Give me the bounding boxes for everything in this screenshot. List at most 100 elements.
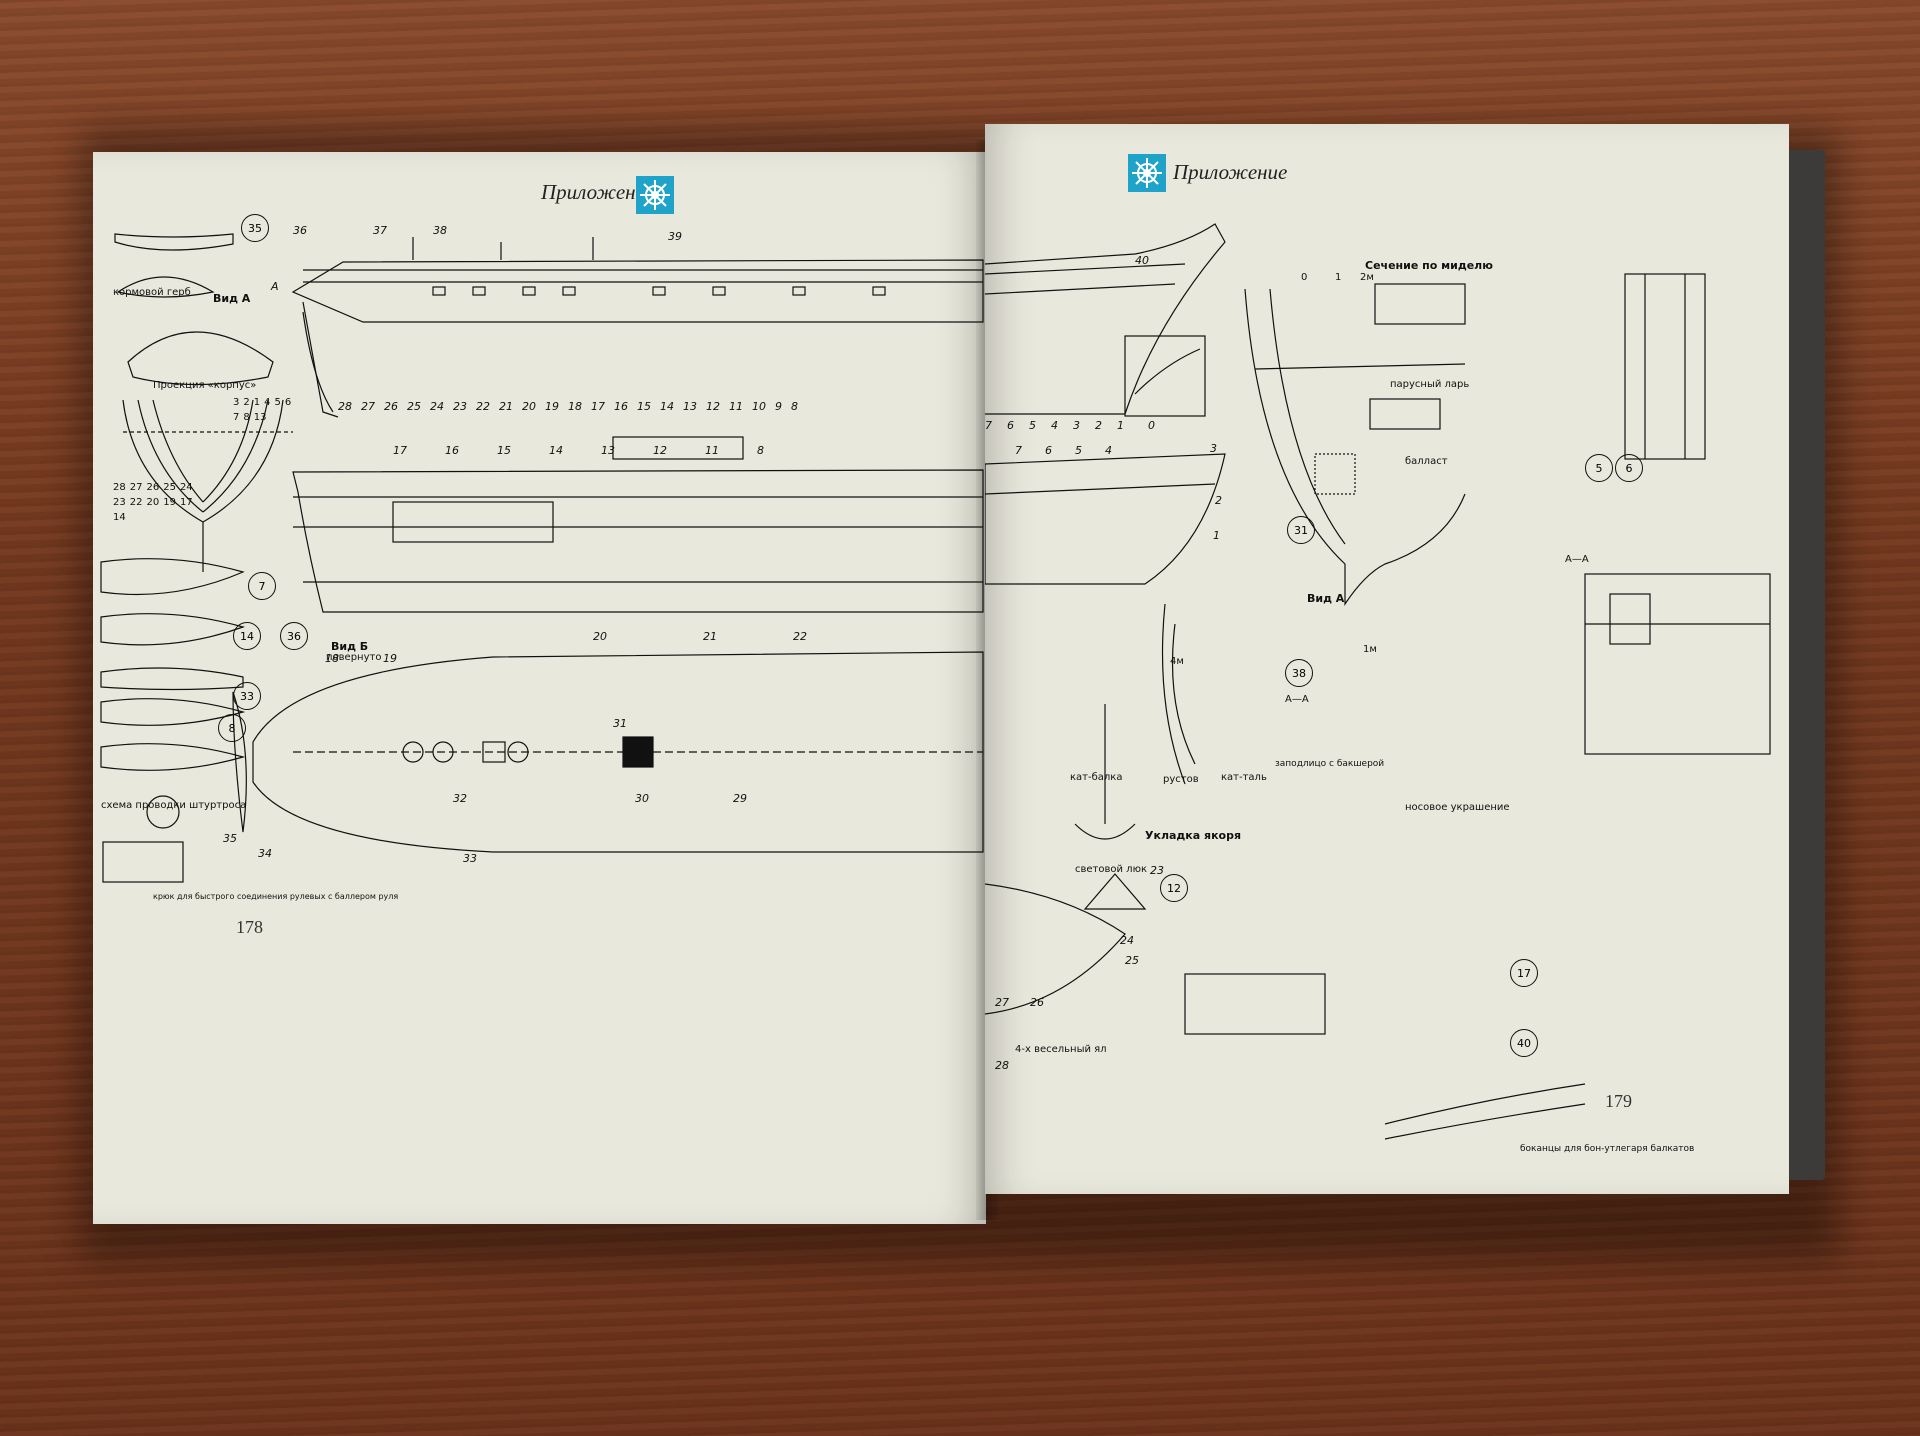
deck-24: 24 bbox=[1120, 934, 1134, 947]
section-number: 5 bbox=[274, 397, 281, 408]
deck-27: 27 bbox=[995, 996, 1009, 1009]
deck-30: 30 bbox=[635, 792, 649, 805]
circled-5: 5 bbox=[1585, 454, 1613, 482]
bow-2: 2 bbox=[1215, 494, 1222, 507]
station-number: 10 bbox=[752, 400, 766, 413]
deck-35: 35 bbox=[223, 832, 237, 845]
circled-40: 40 bbox=[1510, 1029, 1538, 1057]
bow-4: 4 bbox=[1105, 444, 1112, 457]
station-number: 4 bbox=[1051, 419, 1058, 432]
aa-caption-2: А—А bbox=[1565, 554, 1589, 565]
station-number: 8 bbox=[791, 400, 798, 413]
cathead-caption: кат-балка bbox=[1070, 772, 1123, 783]
scale-1m: 1м bbox=[1363, 644, 1377, 655]
station-number: 22 bbox=[476, 400, 490, 413]
station-number: 2 bbox=[1095, 419, 1102, 432]
station-number: 16 bbox=[614, 400, 628, 413]
right-header: Приложение bbox=[1173, 160, 1288, 184]
section-number: 25 bbox=[163, 482, 176, 493]
longitudinal-numbers: 17 16 15 14 13 12 11 8 bbox=[393, 444, 764, 457]
deck-34: 34 bbox=[258, 847, 272, 860]
part-number: 11 bbox=[705, 444, 719, 457]
station-number: 5 bbox=[1029, 419, 1036, 432]
part-number: 17 bbox=[393, 444, 407, 457]
scale-4m: 4м bbox=[1170, 656, 1184, 667]
body-plan-numbers-right: 3 2 1 4 5 6 7 8 13 bbox=[233, 397, 293, 423]
deck-32: 32 bbox=[453, 792, 467, 805]
view-b-sub-caption: повернуто bbox=[326, 652, 382, 663]
scale-2m: 2м bbox=[1360, 272, 1374, 283]
scale-1: 1 bbox=[1335, 272, 1342, 283]
section-number: 1 bbox=[253, 397, 261, 408]
deck-26: 26 bbox=[1030, 996, 1044, 1009]
part-number: 13 bbox=[601, 444, 615, 457]
station-number: 12 bbox=[706, 400, 720, 413]
view-a-caption: Вид А bbox=[213, 292, 251, 305]
section-number: 19 bbox=[163, 497, 176, 508]
ship-drawings-left bbox=[100, 233, 984, 883]
body-plan-numbers-left: 28 27 26 25 24 23 22 20 19 17 14 bbox=[113, 482, 193, 523]
section-number: 22 bbox=[129, 497, 143, 508]
deck-22: 22 bbox=[793, 630, 807, 643]
station-number: 1 bbox=[1117, 419, 1124, 432]
ship-wheel-icon bbox=[1128, 154, 1166, 192]
section-number: 20 bbox=[146, 497, 160, 508]
steering-caption: схема проводки штуртроса bbox=[101, 800, 247, 811]
bow-6: 6 bbox=[1045, 444, 1052, 457]
sail-box-caption: парусный ларь bbox=[1390, 379, 1470, 390]
section-number: 3 bbox=[233, 397, 240, 408]
bow-1: 1 bbox=[1213, 529, 1220, 542]
profile-39: 39 bbox=[668, 230, 682, 243]
section-number: 13 bbox=[253, 412, 267, 423]
deck-21: 21 bbox=[703, 630, 717, 643]
left-page: Приложение bbox=[93, 152, 986, 1224]
station-number: 11 bbox=[729, 400, 743, 413]
section-number: 7 bbox=[233, 412, 240, 423]
circled-12: 12 bbox=[1160, 874, 1188, 902]
circled-14: 14 bbox=[233, 622, 261, 650]
right-page: Приложение bbox=[985, 124, 1789, 1194]
stern-emblem-caption: кормовой герб bbox=[113, 287, 191, 298]
section-number: 24 bbox=[179, 482, 193, 493]
decor-caption: носовое украшение bbox=[1405, 802, 1510, 813]
part-number: 16 bbox=[445, 444, 459, 457]
bow-7: 7 bbox=[1015, 444, 1022, 457]
circled-38: 38 bbox=[1285, 659, 1313, 687]
circled-35: 35 bbox=[241, 214, 269, 242]
bow-3: 3 bbox=[1210, 442, 1217, 455]
bow-5: 5 bbox=[1075, 444, 1082, 457]
profile-37: 37 bbox=[373, 224, 387, 237]
part-number: 15 bbox=[497, 444, 511, 457]
part-number: 12 bbox=[653, 444, 667, 457]
chains-caption: рустов bbox=[1163, 774, 1199, 785]
skylight-caption: световой люк bbox=[1075, 864, 1148, 875]
station-number: 20 bbox=[522, 400, 536, 413]
section-number: 4 bbox=[264, 397, 271, 408]
midship-section-caption: Сечение по миделю bbox=[1365, 259, 1493, 272]
section-number: 27 bbox=[129, 482, 143, 493]
deck-19: 19 bbox=[383, 652, 397, 665]
profile-36: 36 bbox=[293, 224, 307, 237]
station-number: 21 bbox=[499, 400, 513, 413]
station-number: 6 bbox=[1007, 419, 1014, 432]
station-number: 17 bbox=[591, 400, 605, 413]
circled-33: 33 bbox=[233, 682, 261, 710]
cat-tackle-caption: кат-таль bbox=[1221, 772, 1267, 783]
station-numbers: 28 27 26 25 24 23 22 21 20 19 18 17 16 1… bbox=[338, 400, 798, 413]
section-number: 17 bbox=[179, 497, 193, 508]
station-number: 26 bbox=[384, 400, 398, 413]
station-number: 13 bbox=[683, 400, 697, 413]
station-number: 19 bbox=[545, 400, 559, 413]
bow-40: 40 bbox=[1135, 254, 1149, 267]
section-number: 6 bbox=[284, 397, 292, 408]
station-number: 27 bbox=[361, 400, 375, 413]
station-number: 3 bbox=[1073, 419, 1080, 432]
station-number: 23 bbox=[453, 400, 467, 413]
deck-31: 31 bbox=[613, 717, 627, 730]
circled-36: 36 bbox=[280, 622, 308, 650]
deck-25: 25 bbox=[1125, 954, 1139, 967]
right-page-number: 179 bbox=[1605, 1091, 1632, 1111]
section-number: 8 bbox=[243, 412, 250, 423]
deck-18: 18 bbox=[325, 652, 339, 665]
station-number: 25 bbox=[407, 400, 421, 413]
